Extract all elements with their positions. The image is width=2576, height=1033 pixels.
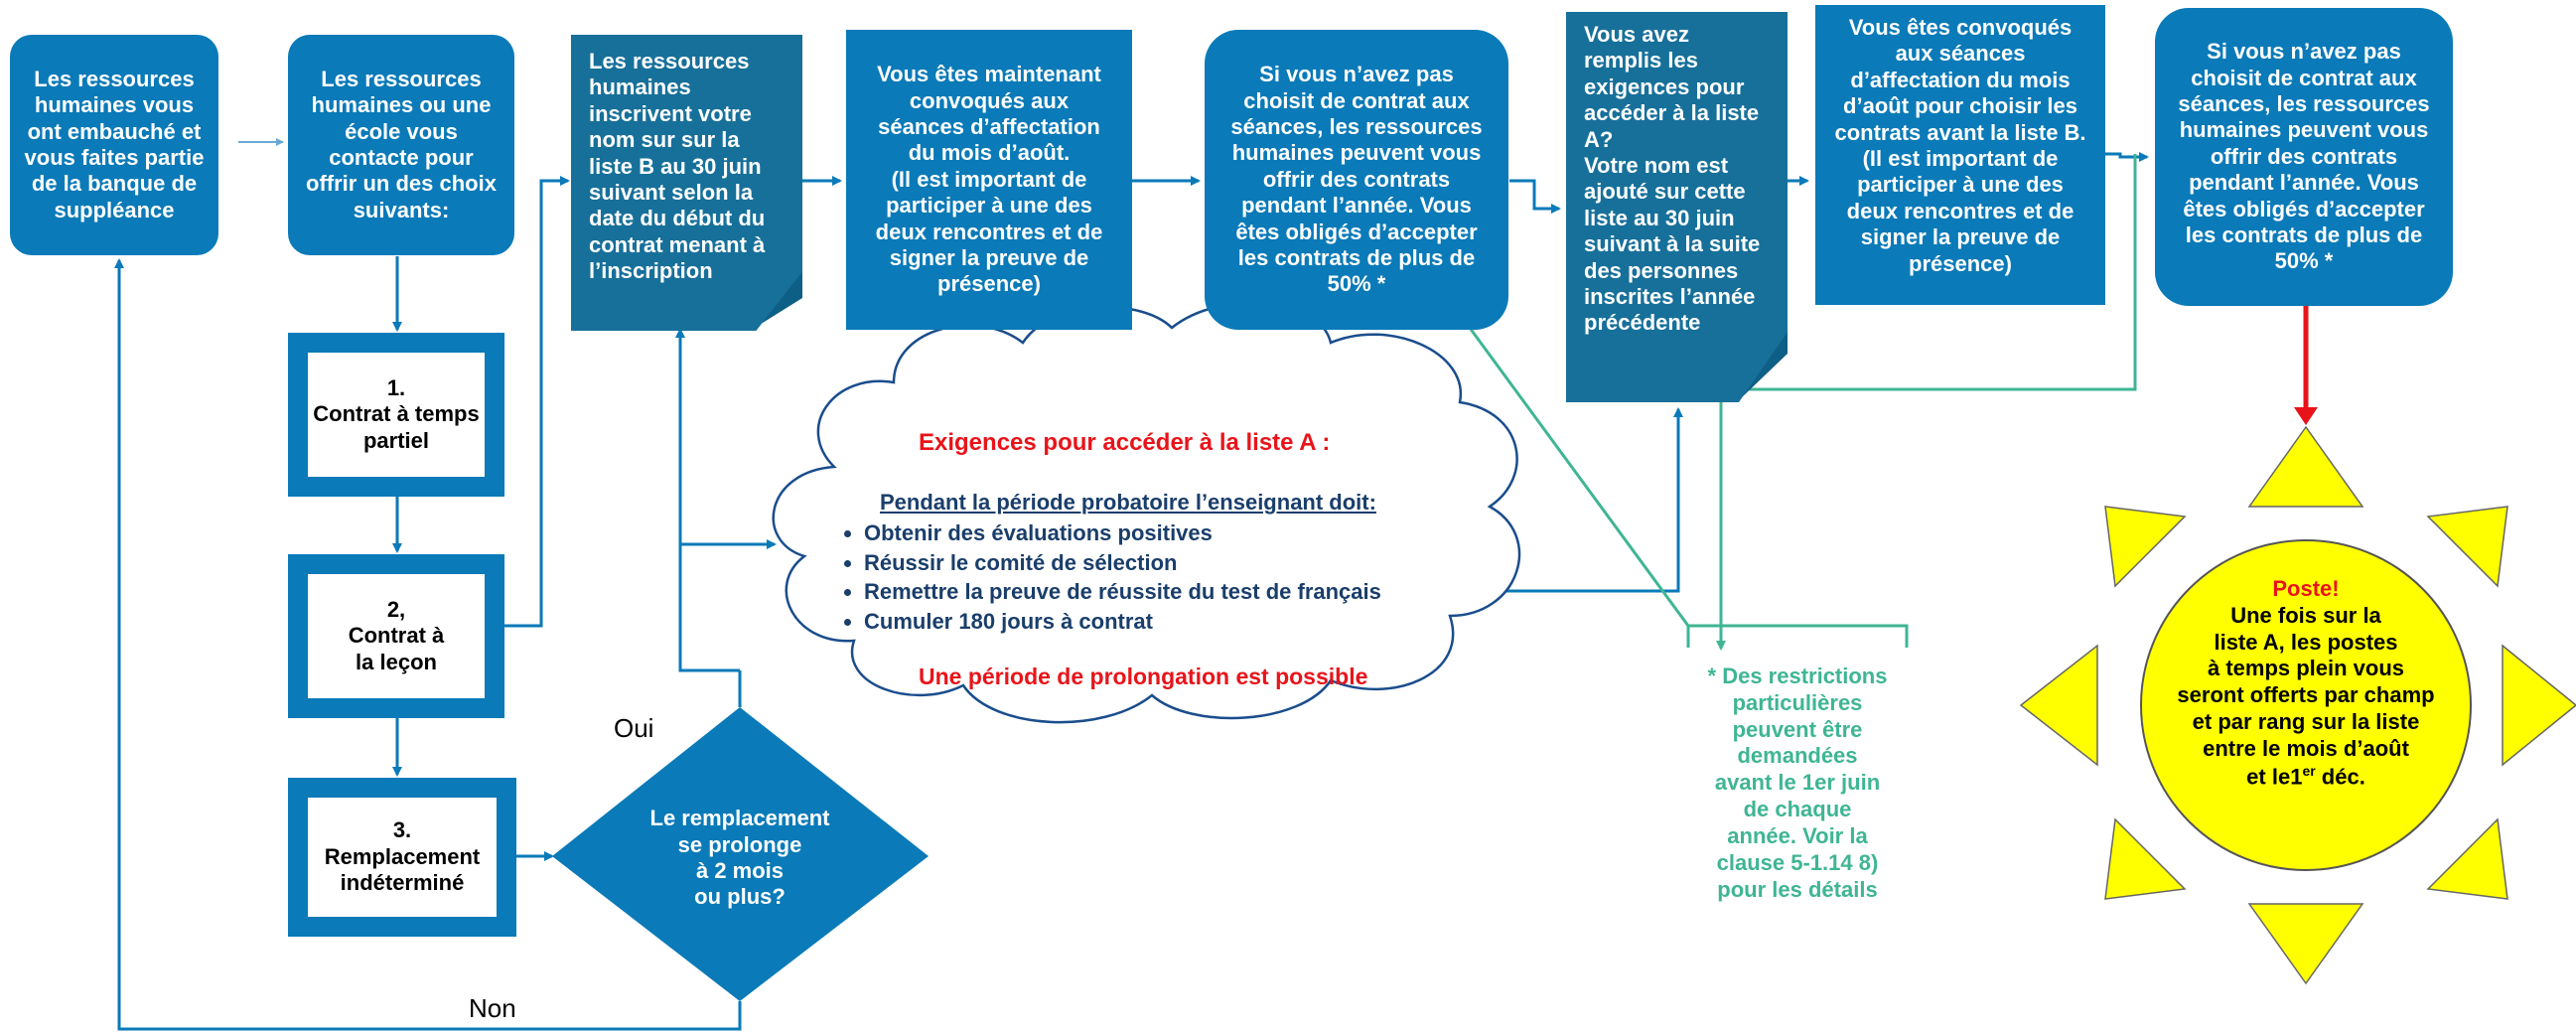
requirement-item: Réussir le comité de sélection — [864, 548, 1381, 578]
arrow-s7-s8 — [2105, 152, 2149, 162]
restrictions-note: * Des restrictions particulières peuvent… — [1707, 664, 1888, 902]
decision-no-label: Non — [469, 993, 516, 1023]
sun-body-line2: déc. — [2315, 764, 2365, 790]
arrow-oui-s3 — [675, 328, 740, 672]
arrow-cloud-s6 — [1480, 407, 1683, 593]
step-hr-contact-offer: Les ressources humaines ou une école vou… — [288, 35, 514, 255]
decision-diamond — [552, 707, 929, 1001]
arrow-head-red — [2294, 407, 2318, 425]
requirement-item: Cumuler 180 jours à contrat — [864, 607, 1381, 637]
step-contracts-during-year-a: Si vous n’avez pas choisit de contrat au… — [2155, 8, 2453, 306]
cloud-footer: Une période de prolongation est possible — [919, 664, 1368, 689]
choice-lesson-label: 2, Contrat à la leçon — [308, 574, 485, 698]
decision-question: Le remplacement se prolonge à 2 mois ou … — [649, 806, 830, 910]
sun-body-sup: er — [2302, 762, 2316, 779]
sun-text: Poste! Une fois sur la liste A, les post… — [2147, 576, 2465, 791]
choice-lesson-contract: 2, Contrat à la leçon — [288, 554, 504, 718]
requirement-item: Obtenir des évaluations positives — [864, 518, 1381, 548]
step-hired-substitute-bank: Les ressources humaines vous ont embauch… — [10, 35, 218, 255]
step-contracts-during-year: Si vous n’avez pas choisit de contrat au… — [1205, 30, 1508, 330]
arrow-non-s1 — [114, 258, 742, 1031]
step-august-before-list-b: Vous êtes convoqués aux séances d’affect… — [1815, 5, 2105, 305]
step-august-assignment: Vous êtes maintenant convoqués aux séanc… — [846, 30, 1132, 330]
line-note-right — [1688, 624, 1909, 648]
cloud-requirements-list: Obtenir des évaluations positives Réussi… — [824, 518, 1381, 637]
choice-indefinite-replacement: 3. Remplacement indéterminé — [288, 778, 516, 937]
step-list-b-registration: Les ressources humaines inscrivent votre… — [571, 35, 802, 331]
arrow-c1-s3 — [539, 176, 570, 405]
arrow-s5-s6 — [1509, 179, 1561, 214]
decision-yes-label: Oui — [614, 713, 654, 743]
cloud-title: Exigences pour accéder à la liste A : — [919, 429, 1331, 456]
sun-title: Poste! — [2272, 576, 2340, 601]
requirement-item: Remettre la preuve de réussite du test d… — [864, 577, 1381, 607]
choice-part-time-contract: 1. Contrat à temps partiel — [288, 333, 504, 497]
sun-body-line1: Une fois sur la liste A, les postes à te… — [2177, 602, 2435, 790]
choice-part-time-label: 1. Contrat à temps partiel — [308, 353, 485, 477]
step-list-a-added: Vous avez remplis les exigences pour acc… — [1566, 12, 1788, 402]
choice-replacement-label: 3. Remplacement indéterminé — [308, 798, 497, 917]
cloud-subtitle: Pendant la période probatoire l’enseigna… — [880, 490, 1376, 515]
line-s5-note — [1468, 327, 1690, 627]
sun-shape — [2019, 425, 2576, 985]
arrow-s8-note — [1716, 154, 2137, 651]
sun-body: Une fois sur la liste A, les postes à te… — [2147, 603, 2465, 791]
line-c2-s3 — [504, 405, 543, 628]
